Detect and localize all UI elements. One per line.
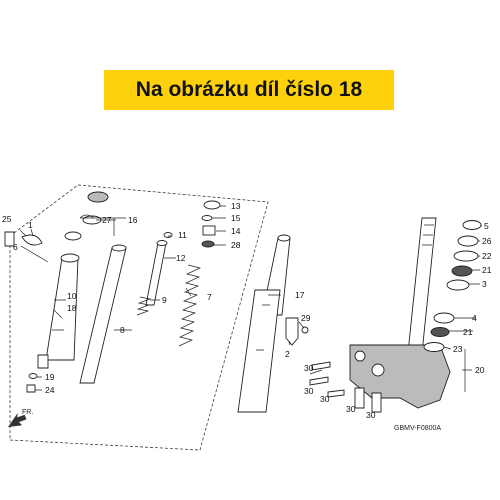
fork-cap-set <box>201 200 221 248</box>
callout-21-a: 21 <box>482 265 492 275</box>
drain-bolt <box>26 373 38 393</box>
callout-30-d: 30 <box>346 404 356 414</box>
fork-clamp <box>4 231 43 247</box>
callout-12: 12 <box>176 253 186 263</box>
fork-tube <box>79 244 127 384</box>
callout-8: 8 <box>120 325 125 335</box>
callout-19: 19 <box>45 372 55 382</box>
callout-26: 26 <box>482 236 492 246</box>
callout-11: 11 <box>178 230 187 240</box>
callout-1: 1 <box>28 220 33 230</box>
callout-10: 10 <box>67 291 77 301</box>
callout-20: 20 <box>475 365 485 375</box>
callout-22: 22 <box>482 251 492 261</box>
callout-23: 23 <box>453 344 463 354</box>
banner-text: Na obrázku díl číslo 18 <box>135 78 363 101</box>
callout-30-b: 30 <box>304 386 314 396</box>
callout-15: 15 <box>231 213 241 223</box>
callout-13: 13 <box>231 201 241 211</box>
highlighted-part-banner: Na obrázku díl číslo 18 <box>104 70 394 110</box>
callout-9: 9 <box>162 295 167 305</box>
rebound-spring <box>136 296 152 316</box>
callout-17: 17 <box>295 290 305 300</box>
direction-label: FR. <box>22 409 33 416</box>
fork-slider-right <box>237 234 291 413</box>
steering-bearing-set <box>423 220 482 352</box>
callout-28: 28 <box>231 240 241 250</box>
callout-30-c: 30 <box>320 394 330 404</box>
callout-7: 7 <box>207 292 212 302</box>
callout-24: 24 <box>45 385 55 395</box>
leader-lines <box>19 205 482 392</box>
callout-3: 3 <box>482 279 487 289</box>
brake-hose-clamp <box>285 317 309 346</box>
callout-21-b: 21 <box>463 327 473 337</box>
callout-14: 14 <box>231 226 241 236</box>
callout-5: 5 <box>484 221 489 231</box>
steering-stem <box>349 217 451 409</box>
front-direction-arrow-icon <box>7 412 27 428</box>
group-outline <box>9 184 269 451</box>
callout-25: 25 <box>2 214 12 224</box>
callout-16: 16 <box>128 215 138 225</box>
callout-6: 6 <box>13 242 18 252</box>
fork-spring <box>178 264 202 347</box>
callout-27: 27 <box>102 215 112 225</box>
callout-30-a: 30 <box>304 363 314 373</box>
callout-4: 4 <box>472 313 477 323</box>
callout-30-e: 30 <box>366 410 376 420</box>
diagram-code: GBMV-F0800A <box>394 425 441 432</box>
callout-2: 2 <box>285 349 290 359</box>
fork-piston-rod <box>145 232 173 306</box>
fork-slider-left <box>37 253 80 369</box>
callout-29: 29 <box>301 313 311 323</box>
callout-18: 18 <box>67 303 77 313</box>
bolt-set <box>309 361 382 413</box>
